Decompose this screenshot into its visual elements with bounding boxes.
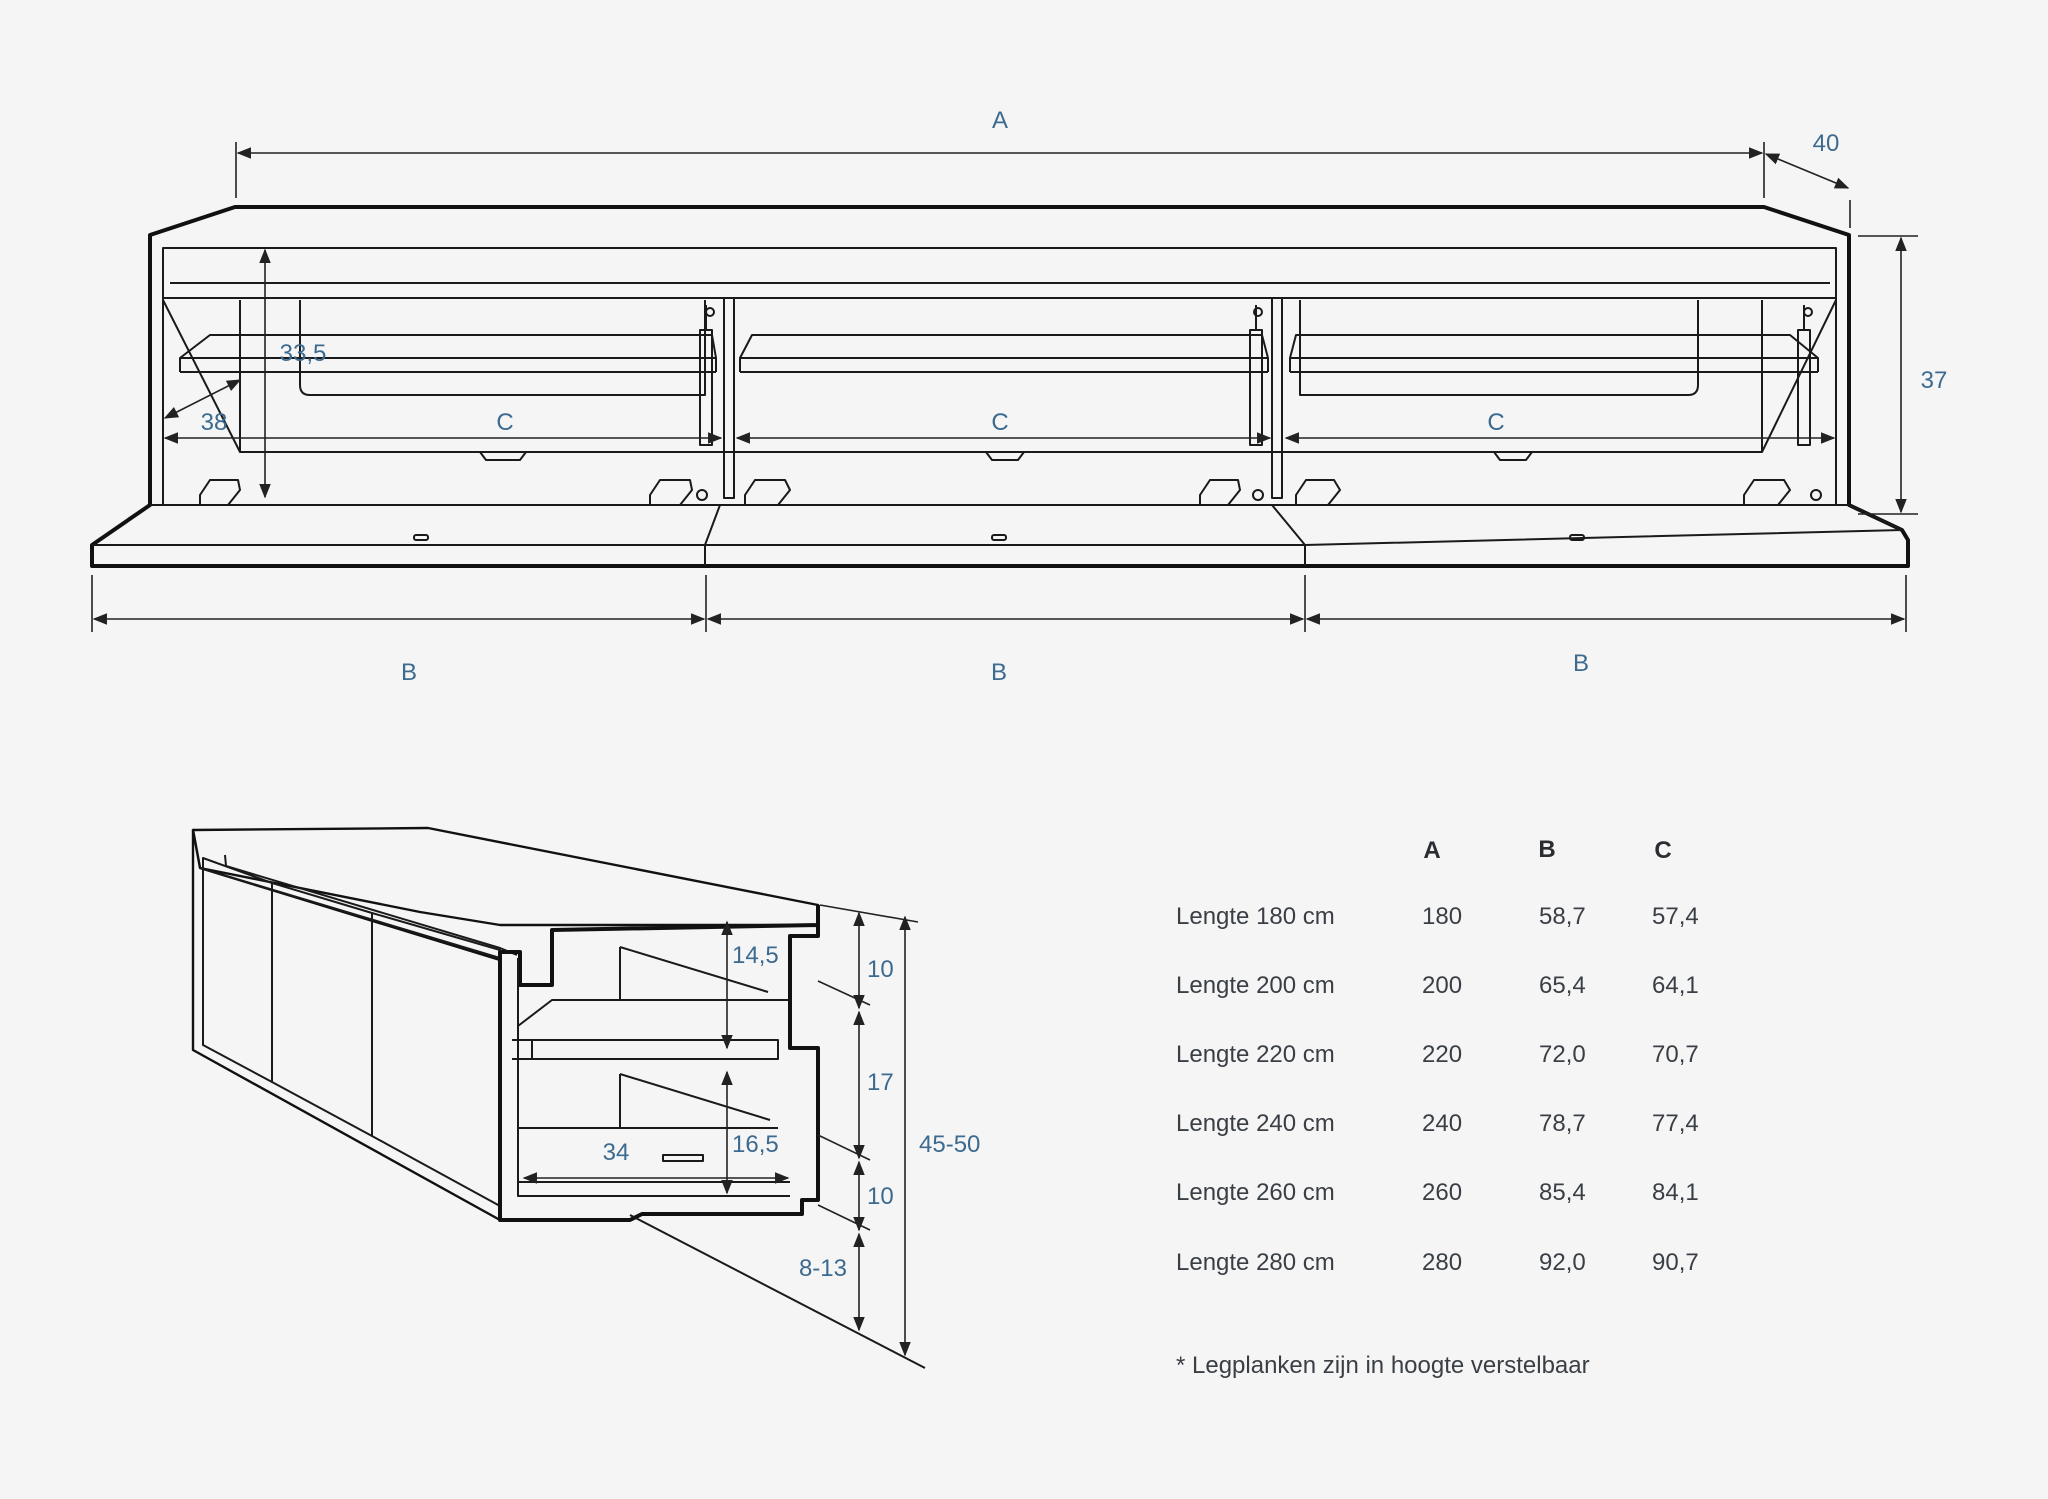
side-view-dimensions bbox=[522, 904, 919, 1357]
row-label: Lengte 260 cm bbox=[1176, 1179, 1335, 1206]
label-b-2: B bbox=[991, 659, 1007, 686]
row-value-b: 85,4 bbox=[1539, 1179, 1586, 1206]
cabinet-outline bbox=[90, 205, 1910, 568]
row-label: Lengte 180 cm bbox=[1176, 903, 1335, 930]
label-depth-40: 40 bbox=[1813, 130, 1840, 157]
label-10-bottom: 10 bbox=[867, 1183, 894, 1210]
label-c-2: C bbox=[991, 409, 1008, 436]
row-value-b: 65,4 bbox=[1539, 972, 1586, 999]
table-row: Lengte 280 cm 280 92,0 90,7 bbox=[1176, 1249, 1699, 1276]
label-c-1: C bbox=[496, 409, 513, 436]
front-view-drawing bbox=[90, 205, 1910, 568]
row-value-a: 180 bbox=[1422, 903, 1462, 930]
flap-right bbox=[1272, 504, 1903, 546]
gas-strut-1 bbox=[696, 305, 715, 501]
shelf-2 bbox=[739, 334, 1269, 359]
table-header-b: B bbox=[1538, 836, 1555, 863]
shelf-1 bbox=[179, 334, 717, 359]
row-label: Lengte 200 cm bbox=[1176, 972, 1335, 999]
table-row: Lengte 200 cm 200 65,4 64,1 bbox=[1176, 972, 1699, 999]
gas-strut-2 bbox=[1249, 305, 1264, 501]
side-view-drawing bbox=[191, 826, 926, 1369]
label-bottom-space: 16,5 bbox=[732, 1131, 779, 1158]
hinges bbox=[199, 479, 1791, 506]
row-value-a: 220 bbox=[1422, 1041, 1462, 1068]
label-10-top: 10 bbox=[867, 956, 894, 983]
label-17: 17 bbox=[867, 1069, 894, 1096]
row-value-a: 200 bbox=[1422, 972, 1462, 999]
row-value-c: 70,7 bbox=[1652, 1041, 1699, 1068]
row-value-c: 84,1 bbox=[1652, 1179, 1699, 1206]
row-value-b: 72,0 bbox=[1539, 1041, 1586, 1068]
shelf-3 bbox=[1289, 334, 1819, 359]
table-header-c: C bbox=[1654, 837, 1671, 864]
cabinet-top bbox=[191, 826, 820, 927]
row-value-c: 90,7 bbox=[1652, 1249, 1699, 1276]
table-row: Lengte 220 cm 220 72,0 70,7 bbox=[1176, 1041, 1699, 1068]
table-header-a: A bbox=[1423, 837, 1440, 864]
row-value-b: 92,0 bbox=[1539, 1249, 1586, 1276]
label-shelf-height: 33,5 bbox=[280, 340, 327, 367]
gas-strut-3 bbox=[1797, 305, 1822, 501]
label-b-1: B bbox=[401, 659, 417, 686]
label-c-3: C bbox=[1487, 409, 1504, 436]
table-row: Lengte 240 cm 240 78,7 77,4 bbox=[1176, 1110, 1699, 1137]
label-height-37: 37 bbox=[1921, 367, 1948, 394]
dimension-depth-line bbox=[1764, 153, 1850, 189]
row-value-a: 260 bbox=[1422, 1179, 1462, 1206]
row-label: Lengte 240 cm bbox=[1176, 1110, 1335, 1137]
row-value-b: 78,7 bbox=[1539, 1110, 1586, 1137]
table-row: Lengte 180 cm 180 58,7 57,4 bbox=[1176, 903, 1699, 930]
label-a: A bbox=[992, 107, 1008, 134]
label-side-depth: 34 bbox=[603, 1139, 630, 1166]
top-rail bbox=[162, 247, 1837, 299]
row-value-c: 57,4 bbox=[1652, 903, 1699, 930]
dimension-inner-depth-line bbox=[163, 379, 242, 419]
row-label: Lengte 220 cm bbox=[1176, 1041, 1335, 1068]
divider-right bbox=[1271, 297, 1283, 499]
label-top-space: 14,5 bbox=[732, 942, 779, 969]
table-row: Lengte 260 cm 260 85,4 84,1 bbox=[1176, 1179, 1699, 1206]
label-b-3: B bbox=[1573, 650, 1589, 677]
row-value-a: 240 bbox=[1422, 1110, 1462, 1137]
row-value-a: 280 bbox=[1422, 1249, 1462, 1276]
row-label: Lengte 280 cm bbox=[1176, 1249, 1335, 1276]
divider-left bbox=[723, 297, 735, 499]
side-shelf bbox=[531, 1039, 779, 1060]
flap-left bbox=[92, 504, 721, 546]
row-value-c: 64,1 bbox=[1652, 972, 1699, 999]
dimension-table: A B C Lengte 180 cm 180 58,7 57,4 Lengte… bbox=[1176, 836, 1699, 1379]
label-wall-gap: 8-13 bbox=[799, 1255, 847, 1282]
label-total-height: 45-50 bbox=[919, 1131, 980, 1158]
row-value-c: 77,4 bbox=[1652, 1110, 1699, 1137]
table-footnote: * Legplanken zijn in hoogte verstelbaar bbox=[1176, 1352, 1590, 1379]
side-slot bbox=[662, 1154, 704, 1162]
row-value-b: 58,7 bbox=[1539, 903, 1586, 930]
label-inner-depth: 38 bbox=[201, 409, 228, 436]
front-view-dimensions bbox=[91, 142, 1918, 632]
flap-middle bbox=[705, 504, 1306, 546]
